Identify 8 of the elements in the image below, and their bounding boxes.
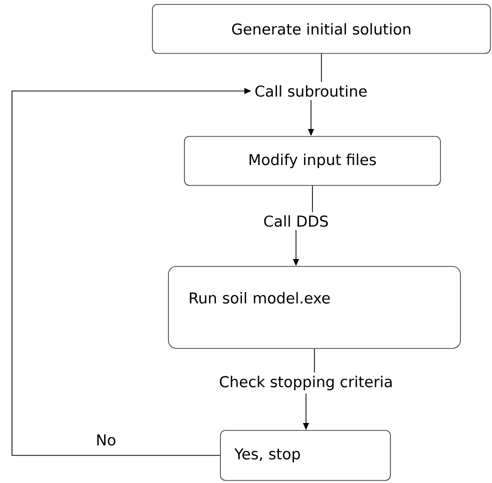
- step-text: Check stopping criteria: [220, 376, 392, 390]
- process-box: Yes, stop: [220, 430, 391, 481]
- step-text: Call DDS: [264, 215, 328, 227]
- edge-label: No: [97, 434, 116, 446]
- process-box: Run soil model.exe: [168, 266, 461, 349]
- process-box: Modify input files: [184, 136, 441, 186]
- process-box: Generate initial solution: [152, 4, 491, 54]
- step-text: Call subroutine: [255, 85, 367, 97]
